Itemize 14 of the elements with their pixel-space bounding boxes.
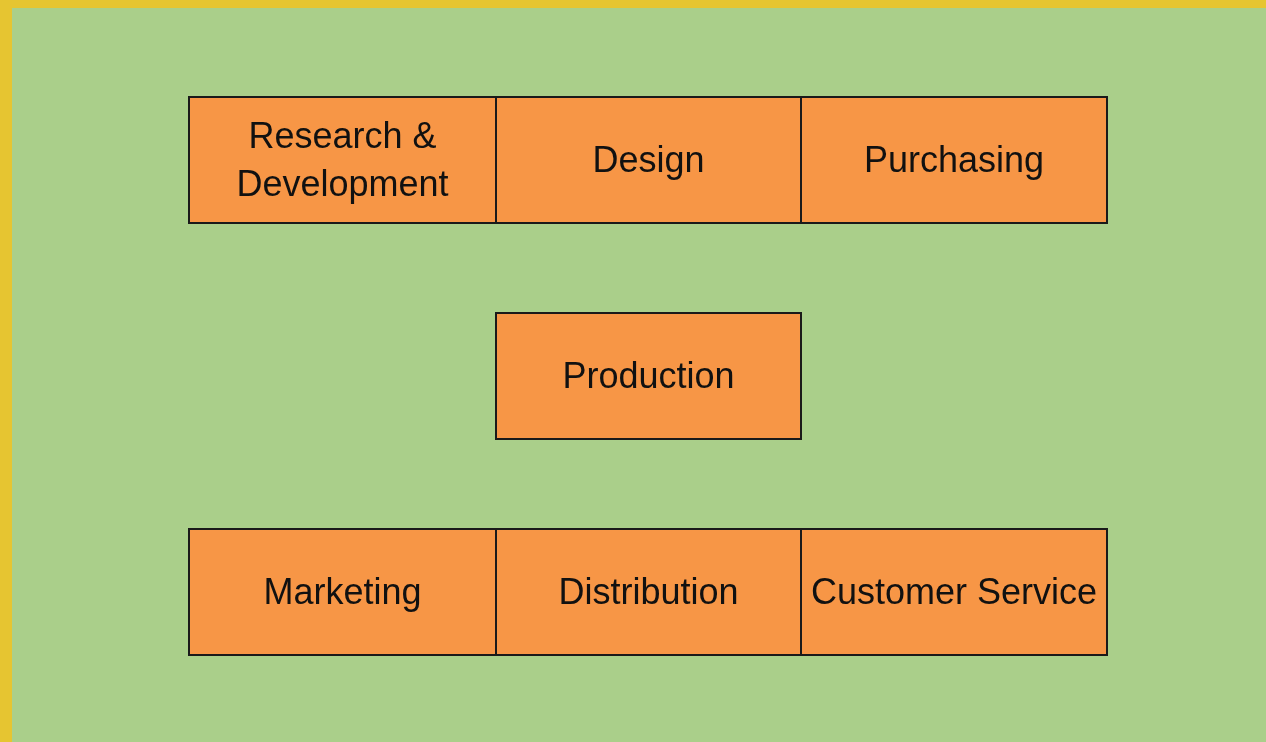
department-box [188,528,497,656]
department-box [188,96,497,224]
department-box [495,96,802,224]
department-label: Production [561,354,736,399]
department-box [495,312,802,440]
department-box [800,96,1108,224]
department-box [800,528,1108,656]
department-label: Customer Service [809,570,1099,615]
department-box [495,528,802,656]
department-label: Research & Development [235,114,450,206]
department-label: Purchasing [862,138,1046,183]
department-label: Distribution [557,570,740,615]
department-label: Design [591,138,706,183]
department-label: Marketing [262,570,423,615]
